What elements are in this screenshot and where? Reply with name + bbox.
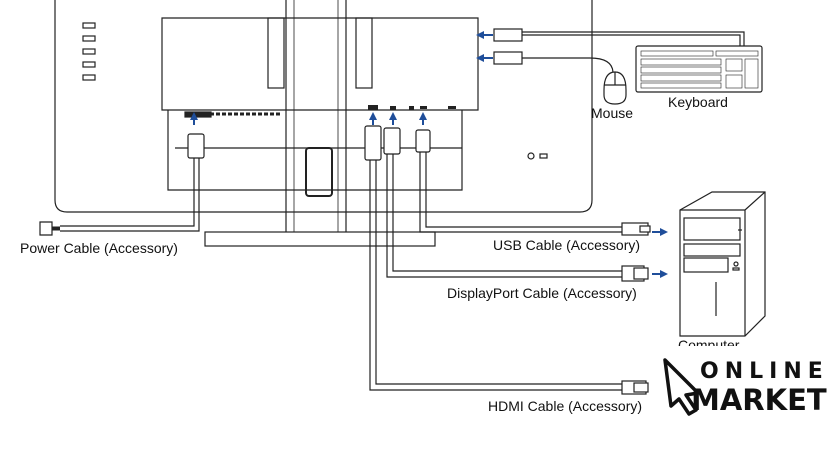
port-markers: [368, 105, 456, 110]
monitor-back: [54, 0, 593, 247]
usb-cable-label: USB Cable (Accessory): [493, 237, 640, 253]
watermark-line1: ONLINE: [700, 359, 829, 384]
watermark-logo: ONLINE MARKET: [663, 358, 829, 417]
hdmi-cable-label: HDMI Cable (Accessory): [488, 398, 642, 414]
label-clip-mask: [670, 346, 780, 356]
computer-icon: [679, 191, 766, 337]
watermark-line2: MARKET: [691, 383, 827, 417]
mouse-icon: [603, 71, 627, 105]
hdmi-cable: [364, 125, 649, 395]
connection-arrows: [190, 31, 668, 278]
displayport-cable-label: DisplayPort Cable (Accessory): [447, 285, 637, 301]
keyboard-cable: [493, 28, 745, 46]
keyboard-icon: [635, 45, 763, 93]
displayport-cable: [383, 127, 649, 282]
mouse-cable: [493, 51, 614, 73]
vent-slots: [82, 22, 96, 81]
keyboard-label: Keyboard: [668, 94, 728, 110]
power-cable: [39, 133, 205, 236]
usb-cable: [415, 129, 651, 236]
power-cable-label: Power Cable (Accessory): [20, 240, 178, 256]
mouse-label: Mouse: [591, 105, 633, 121]
